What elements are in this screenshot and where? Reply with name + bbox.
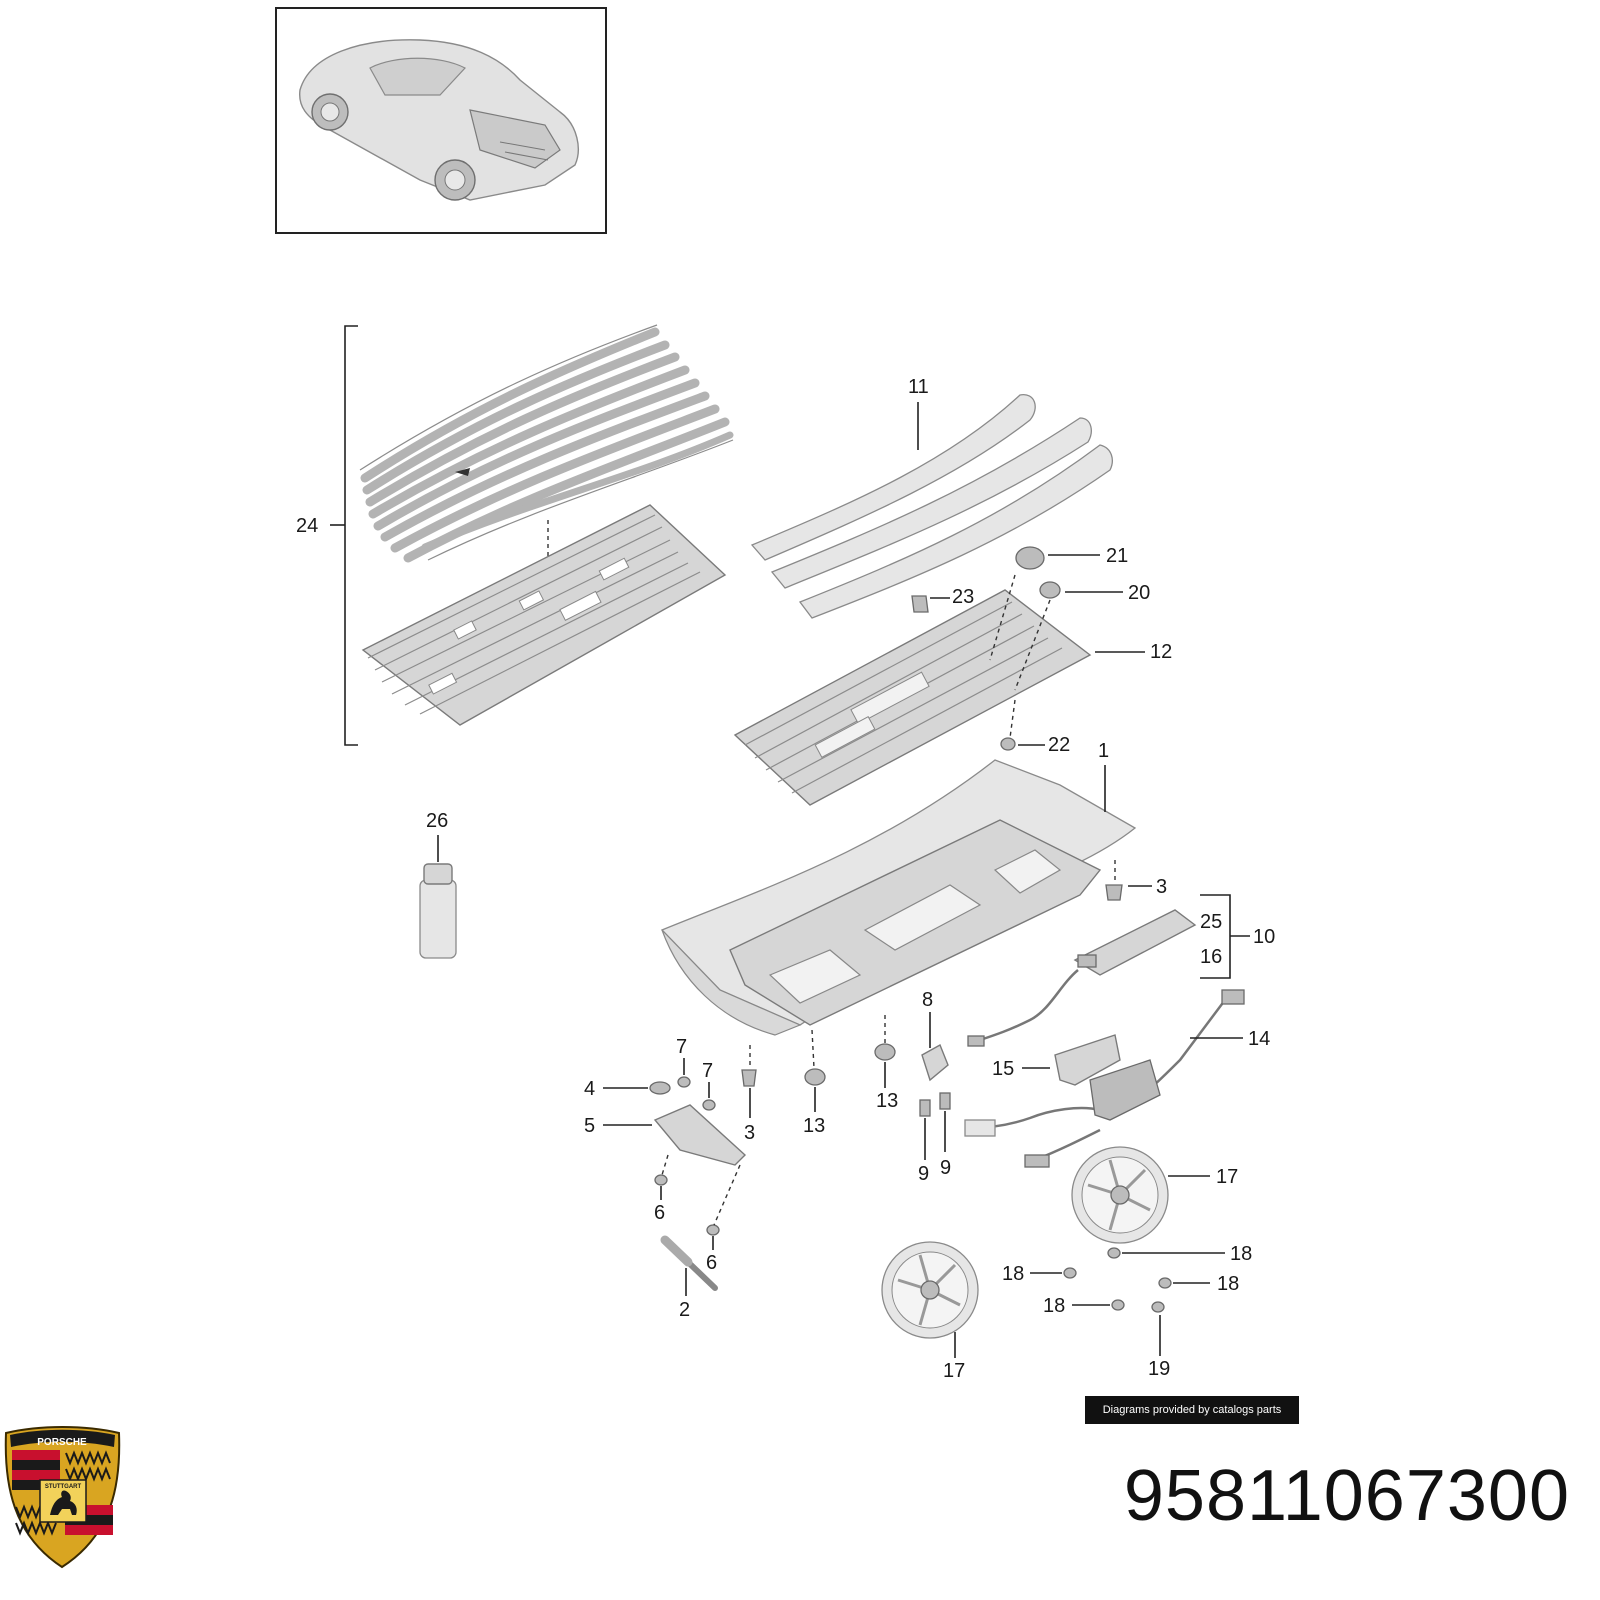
callout-13-left: 13	[803, 1115, 825, 1137]
callout-18-a: 18	[1230, 1243, 1252, 1265]
callout-2: 2	[679, 1299, 690, 1321]
dash-20	[1014, 599, 1051, 691]
callout-5: 5	[584, 1115, 595, 1137]
cap-20	[1039, 581, 1061, 599]
nut-6-a	[654, 1174, 668, 1186]
callout-16: 16	[1200, 946, 1222, 968]
trim-strip-11	[750, 394, 1113, 619]
cap-21	[1015, 546, 1045, 570]
callout-13-right: 13	[876, 1090, 898, 1112]
callout-25: 25	[1200, 911, 1222, 933]
callout-4: 4	[584, 1078, 595, 1100]
clip-7-a	[677, 1076, 691, 1088]
nut-18-c	[1158, 1277, 1172, 1289]
cable-connector	[967, 1035, 985, 1047]
callout-17-lower: 17	[943, 1360, 965, 1382]
diagram-credit-label: Diagrams provided by catalogs parts	[1085, 1396, 1299, 1424]
nut-6-b	[706, 1224, 720, 1236]
callout-24: 24	[296, 515, 318, 537]
nut-18-d	[1111, 1299, 1125, 1311]
callout-7-b: 7	[702, 1060, 713, 1082]
lock-bracket-10	[1073, 909, 1197, 976]
callout-10: 10	[1253, 926, 1275, 948]
dash-6-a	[661, 1154, 669, 1176]
callout-15: 15	[992, 1058, 1014, 1080]
dash-13-left	[811, 1029, 815, 1069]
crest-city: STUTTGART	[45, 1484, 82, 1490]
dash-21	[989, 574, 1016, 661]
callout-19: 19	[1148, 1358, 1170, 1380]
porsche-crest-logo: PORSCHE STUTTGART	[4, 1426, 121, 1569]
hinge-bracket-5	[653, 1104, 747, 1166]
stud-13-left	[804, 1068, 826, 1086]
plug-22	[1000, 737, 1016, 751]
stud-13-right	[874, 1043, 896, 1061]
callout-8: 8	[922, 989, 933, 1011]
callout-23: 23	[952, 586, 974, 608]
callout-21: 21	[1106, 545, 1128, 567]
callout-3-left: 3	[744, 1122, 755, 1144]
callout-1: 1	[1098, 740, 1109, 762]
bolt-9-left	[919, 1099, 931, 1117]
dash-6-b	[713, 1164, 741, 1226]
callout-26: 26	[426, 810, 448, 832]
buffer-3-left	[741, 1069, 757, 1087]
callout-6-b: 6	[706, 1252, 717, 1274]
callout-17-upper: 17	[1216, 1166, 1238, 1188]
clip-7-b	[702, 1099, 716, 1111]
callout-18-c: 18	[1217, 1273, 1239, 1295]
seal-4	[649, 1081, 671, 1095]
dash-22	[1009, 699, 1016, 739]
callout-7-a: 7	[676, 1036, 687, 1058]
callout-12: 12	[1150, 641, 1172, 663]
crest-wordmark: PORSCHE	[37, 1437, 87, 1448]
fan-17-upper	[1071, 1146, 1169, 1244]
callout-22: 22	[1048, 734, 1070, 756]
cable-harness	[979, 969, 1079, 1042]
car-overview-image	[298, 39, 579, 201]
part-number: 95811067300	[1123, 1456, 1570, 1536]
grille-frame-24	[361, 504, 727, 726]
hinge-8	[921, 1044, 949, 1082]
fan-17-lower	[881, 1241, 979, 1339]
callout-20: 20	[1128, 582, 1150, 604]
callout-11: 11	[908, 376, 929, 398]
bracket-24	[330, 325, 358, 746]
nut-19	[1151, 1301, 1165, 1313]
callout-9-right: 9	[940, 1157, 951, 1179]
rear-lid-1	[660, 759, 1137, 1036]
bolt-9-right	[939, 1092, 951, 1110]
grille-carrier-12	[733, 589, 1092, 806]
clip-23	[911, 595, 929, 613]
callout-18-b: 18	[1002, 1263, 1024, 1285]
callout-3-right: 3	[1156, 876, 1167, 898]
horse-icon	[50, 1490, 77, 1515]
callout-14: 14	[1248, 1028, 1270, 1050]
buffer-3-right	[1105, 884, 1123, 901]
lock-handle-15	[1054, 1034, 1161, 1121]
louvre-grille-cover	[359, 324, 734, 563]
overview-thumbnail	[275, 7, 607, 234]
gas-strut-2	[660, 1235, 718, 1291]
nut-18-b	[1063, 1267, 1077, 1279]
callout-6-a: 6	[654, 1202, 665, 1224]
callout-9-left: 9	[918, 1163, 929, 1185]
nut-18-a	[1107, 1247, 1121, 1259]
spray-can-26	[419, 863, 457, 959]
callout-18-d: 18	[1043, 1295, 1065, 1317]
